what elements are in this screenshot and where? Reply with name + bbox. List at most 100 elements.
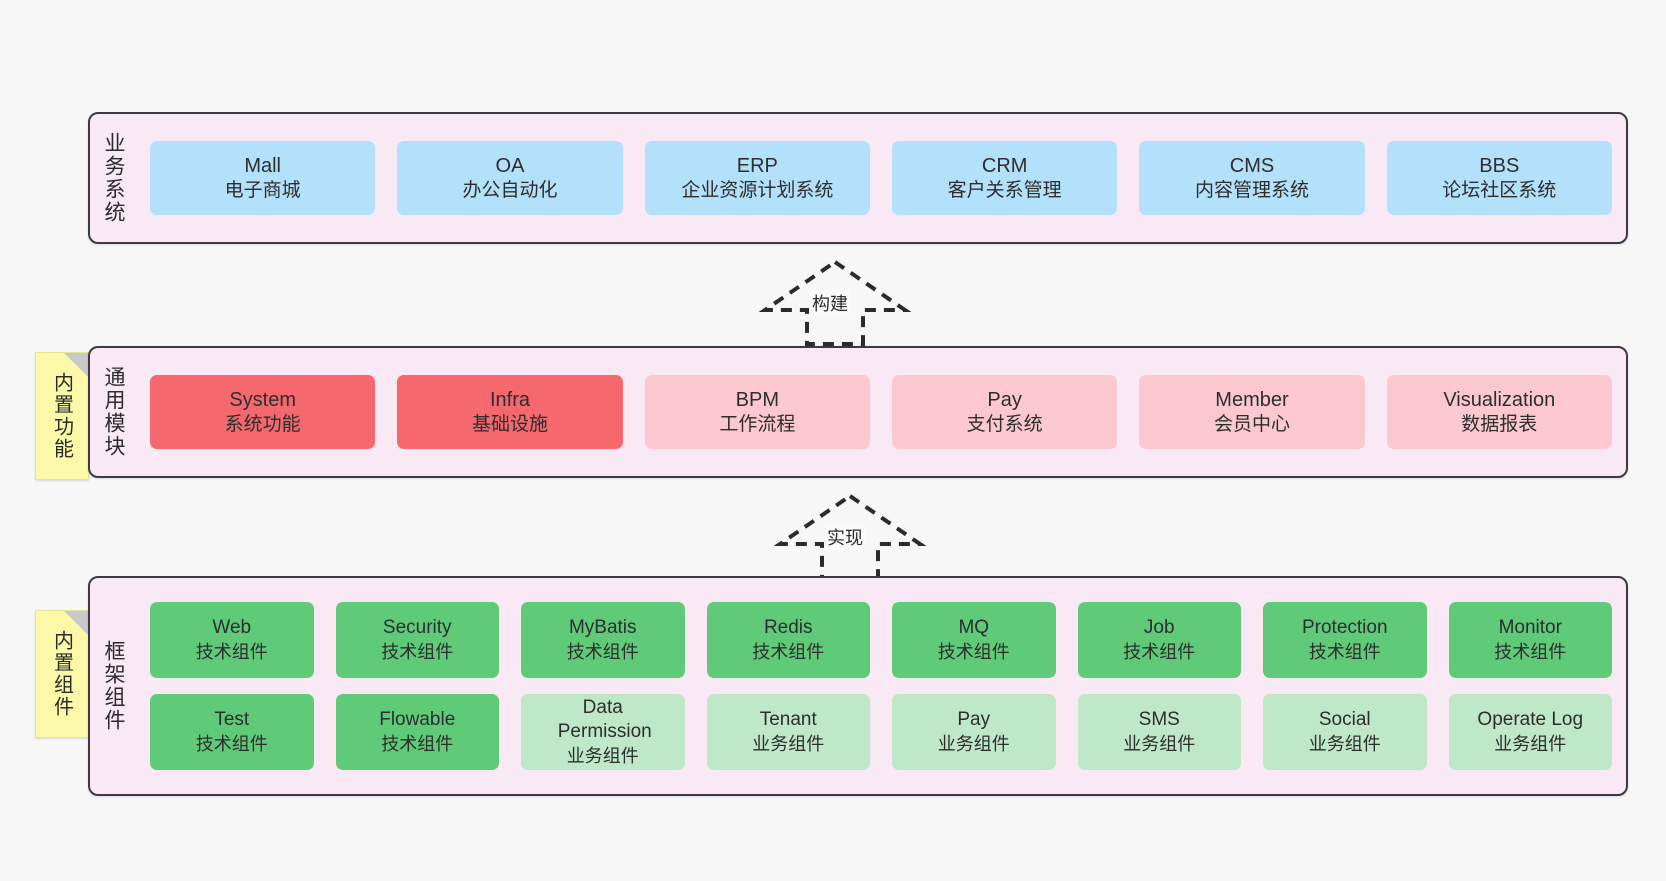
node-redis[interactable]: Redis 技术组件 — [706, 602, 870, 678]
node-flowable[interactable]: Flowable 技术组件 — [335, 694, 499, 770]
node-label-en: Test — [214, 708, 250, 730]
node-label-cn: 业务组件 — [1308, 733, 1381, 754]
node-label-en: Operate Log — [1477, 708, 1584, 730]
connector-implement: 实现 — [770, 492, 930, 580]
note-builtin-components: 内置组件 — [35, 610, 89, 738]
node-mybatis[interactable]: MyBatis 技术组件 — [521, 602, 685, 678]
node-data-permission[interactable]: Data Permission 业务组件 — [521, 694, 685, 770]
node-label-cn: 客户关系管理 — [947, 179, 1062, 201]
node-job[interactable]: Job 技术组件 — [1077, 602, 1241, 678]
note-fold-corner-icon — [64, 353, 88, 377]
layer-business-system: 业务系统 Mall 电子商城 OA 办公自动化 ERP 企业资源计划系统 CRM… — [88, 112, 1628, 244]
node-bbs[interactable]: BBS 论坛社区系统 — [1386, 141, 1612, 215]
node-label-en: Pay — [957, 708, 991, 730]
node-label-cn: 技术组件 — [1494, 641, 1567, 662]
node-row: System 系统功能 Infra 基础设施 BPM 工作流程 Pay 支付系统… — [150, 375, 1612, 449]
node-label-en: MQ — [958, 616, 990, 638]
node-label-en: Flowable — [379, 708, 456, 730]
node-label-cn: 内容管理系统 — [1194, 179, 1309, 201]
node-label-cn: 业务组件 — [937, 733, 1010, 754]
node-protection[interactable]: Protection 技术组件 — [1263, 602, 1427, 678]
node-row: Web 技术组件 Security 技术组件 MyBatis 技术组件 Redi… — [150, 602, 1612, 678]
node-row: Test 技术组件 Flowable 技术组件 Data Permission … — [150, 694, 1612, 770]
node-label-cn: 系统功能 — [224, 413, 301, 435]
node-tenant[interactable]: Tenant 业务组件 — [706, 694, 870, 770]
node-label-en: Pay — [987, 388, 1022, 411]
node-operate-log[interactable]: Operate Log 业务组件 — [1448, 694, 1612, 770]
note-fold-corner-icon — [64, 611, 88, 635]
layer-title-framework: 框架组件 — [102, 640, 126, 732]
node-label-cn: 业务组件 — [566, 746, 639, 766]
node-label-cn: 技术组件 — [937, 641, 1010, 662]
connector-label-implement: 实现 — [825, 524, 865, 550]
node-label-en: OA — [495, 154, 525, 177]
node-label-cn: 业务组件 — [752, 733, 825, 754]
node-label-cn: 电子商城 — [224, 179, 301, 201]
node-label-en: ERP — [736, 154, 778, 177]
node-label-cn: 技术组件 — [381, 733, 454, 754]
node-label-cn: 技术组件 — [752, 641, 825, 662]
node-bpm[interactable]: BPM 工作流程 — [644, 375, 870, 449]
generalization-arrow-icon — [773, 493, 927, 580]
node-label-en: Security — [382, 616, 452, 638]
note-label: 内置组件 — [50, 630, 73, 718]
node-label-cn: 技术组件 — [1123, 641, 1196, 662]
node-label-cn: 数据报表 — [1461, 413, 1538, 435]
node-label-cn: 技术组件 — [1308, 641, 1381, 662]
layer-body-framework: Web 技术组件 Security 技术组件 MyBatis 技术组件 Redi… — [136, 578, 1626, 794]
node-pay-business[interactable]: Pay 业务组件 — [892, 694, 1056, 770]
node-infra[interactable]: Infra 基础设施 — [397, 375, 623, 449]
node-label-cn: 论坛社区系统 — [1442, 179, 1557, 201]
node-label-en: CRM — [981, 154, 1028, 177]
layer-body-business: Mall 电子商城 OA 办公自动化 ERP 企业资源计划系统 CRM 客户关系… — [136, 114, 1626, 242]
node-label-cn: 业务组件 — [1494, 733, 1567, 754]
node-label-en: Monitor — [1498, 616, 1562, 638]
node-erp[interactable]: ERP 企业资源计划系统 — [644, 141, 870, 215]
node-label-en: Tenant — [759, 708, 817, 730]
node-label-en: Social — [1318, 708, 1371, 730]
layer-title-common: 通用模块 — [102, 366, 126, 458]
note-builtin-features: 内置功能 — [35, 352, 89, 480]
node-label-en: CMS — [1229, 154, 1275, 177]
node-crm[interactable]: CRM 客户关系管理 — [891, 141, 1118, 215]
node-label-en: MyBatis — [568, 616, 637, 638]
node-label-en: System — [229, 388, 296, 411]
node-test[interactable]: Test 技术组件 — [150, 694, 314, 770]
node-label-en: Member — [1215, 388, 1289, 411]
node-label-cn: 办公自动化 — [462, 179, 558, 201]
layer-framework-component: 框架组件 Web 技术组件 Security 技术组件 MyBatis 技术组件… — [88, 576, 1628, 796]
node-label-en: Redis — [763, 616, 813, 638]
node-mall[interactable]: Mall 电子商城 — [150, 141, 376, 215]
node-row: Mall 电子商城 OA 办公自动化 ERP 企业资源计划系统 CRM 客户关系… — [150, 141, 1612, 215]
node-label-en: Visualization — [1443, 388, 1556, 411]
layer-body-common: System 系统功能 Infra 基础设施 BPM 工作流程 Pay 支付系统… — [136, 348, 1626, 476]
node-visualization[interactable]: Visualization 数据报表 — [1386, 375, 1612, 449]
node-monitor[interactable]: Monitor 技术组件 — [1448, 602, 1612, 678]
node-social[interactable]: Social 业务组件 — [1263, 694, 1427, 770]
node-label-en: SMS — [1138, 708, 1180, 730]
node-label-en: Data Permission — [557, 696, 652, 743]
node-mq[interactable]: MQ 技术组件 — [892, 602, 1056, 678]
node-cms[interactable]: CMS 内容管理系统 — [1139, 141, 1365, 215]
node-label-en: Protection — [1301, 616, 1388, 638]
layer-common-module: 通用模块 System 系统功能 Infra 基础设施 BPM 工作流程 Pay… — [88, 346, 1628, 478]
node-label-en: Job — [1143, 616, 1175, 638]
node-label-cn: 技术组件 — [195, 641, 268, 662]
node-label-en: Infra — [489, 388, 530, 411]
node-label-en: BBS — [1479, 154, 1520, 177]
node-label-cn: 会员中心 — [1213, 413, 1290, 435]
node-web[interactable]: Web 技术组件 — [150, 602, 314, 678]
generalization-arrow-icon — [758, 259, 912, 346]
note-label: 内置功能 — [50, 372, 73, 460]
node-member[interactable]: Member 会员中心 — [1139, 375, 1365, 449]
node-sms[interactable]: SMS 业务组件 — [1077, 694, 1241, 770]
connector-label-build: 构建 — [810, 290, 850, 316]
node-pay[interactable]: Pay 支付系统 — [891, 375, 1118, 449]
node-oa[interactable]: OA 办公自动化 — [397, 141, 623, 215]
node-label-cn: 业务组件 — [1123, 733, 1196, 754]
connector-build: 构建 — [755, 258, 915, 346]
node-security[interactable]: Security 技术组件 — [335, 602, 499, 678]
node-system[interactable]: System 系统功能 — [150, 375, 376, 449]
node-label-cn: 企业资源计划系统 — [681, 179, 834, 201]
